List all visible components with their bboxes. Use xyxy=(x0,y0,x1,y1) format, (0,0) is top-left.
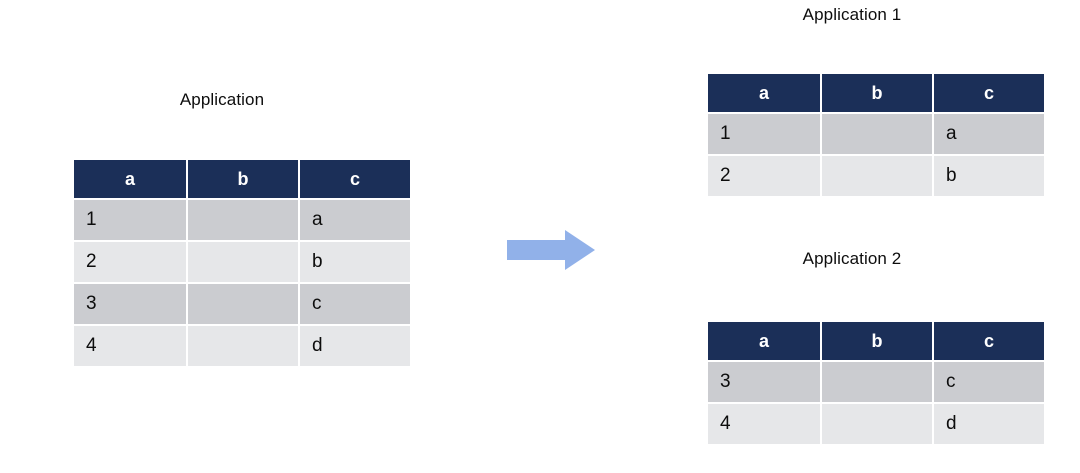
table-row: 1 a xyxy=(708,114,1044,154)
cell-b xyxy=(822,362,932,402)
cell-b xyxy=(822,156,932,196)
table-row: 3 c xyxy=(74,284,410,324)
cell-c: c xyxy=(300,284,410,324)
table-header-row: a b c xyxy=(708,74,1044,112)
cell-a: 4 xyxy=(74,326,186,366)
cell-a: 1 xyxy=(74,200,186,240)
cell-c: d xyxy=(300,326,410,366)
cell-c: b xyxy=(934,156,1044,196)
cell-a: 4 xyxy=(708,404,820,444)
column-header-c: c xyxy=(934,74,1044,112)
column-header-c: c xyxy=(300,160,410,198)
output-2-table: a b c 3 c 4 d xyxy=(706,320,1046,446)
column-header-b: b xyxy=(822,74,932,112)
column-header-c: c xyxy=(934,322,1044,360)
cell-a: 3 xyxy=(708,362,820,402)
table-row: 3 c xyxy=(708,362,1044,402)
table-row: 4 d xyxy=(74,326,410,366)
source-table: a b c 1 a 2 b 3 c 4 xyxy=(72,158,412,368)
column-header-a: a xyxy=(708,322,820,360)
cell-b xyxy=(188,242,298,282)
table-row: 4 d xyxy=(708,404,1044,444)
cell-a: 1 xyxy=(708,114,820,154)
column-header-a: a xyxy=(708,74,820,112)
cell-b xyxy=(188,326,298,366)
cell-c: d xyxy=(934,404,1044,444)
output-2-table-title: Application 2 xyxy=(802,249,902,268)
source-table-title: Application xyxy=(179,90,265,109)
table-header-row: a b c xyxy=(708,322,1044,360)
table-row: 2 b xyxy=(708,156,1044,196)
cell-c: c xyxy=(934,362,1044,402)
cell-a: 2 xyxy=(74,242,186,282)
cell-c: b xyxy=(300,242,410,282)
right-arrow-icon xyxy=(507,230,595,270)
cell-c: a xyxy=(300,200,410,240)
table-header-row: a b c xyxy=(74,160,410,198)
cell-b xyxy=(822,114,932,154)
cell-b xyxy=(188,200,298,240)
column-header-b: b xyxy=(822,322,932,360)
cell-a: 3 xyxy=(74,284,186,324)
table-row: 2 b xyxy=(74,242,410,282)
table-row: 1 a xyxy=(74,200,410,240)
cell-a: 2 xyxy=(708,156,820,196)
cell-b xyxy=(188,284,298,324)
column-header-a: a xyxy=(74,160,186,198)
column-header-b: b xyxy=(188,160,298,198)
output-1-table-title: Application 1 xyxy=(802,5,902,24)
cell-b xyxy=(822,404,932,444)
cell-c: a xyxy=(934,114,1044,154)
output-1-table: a b c 1 a 2 b xyxy=(706,72,1046,198)
